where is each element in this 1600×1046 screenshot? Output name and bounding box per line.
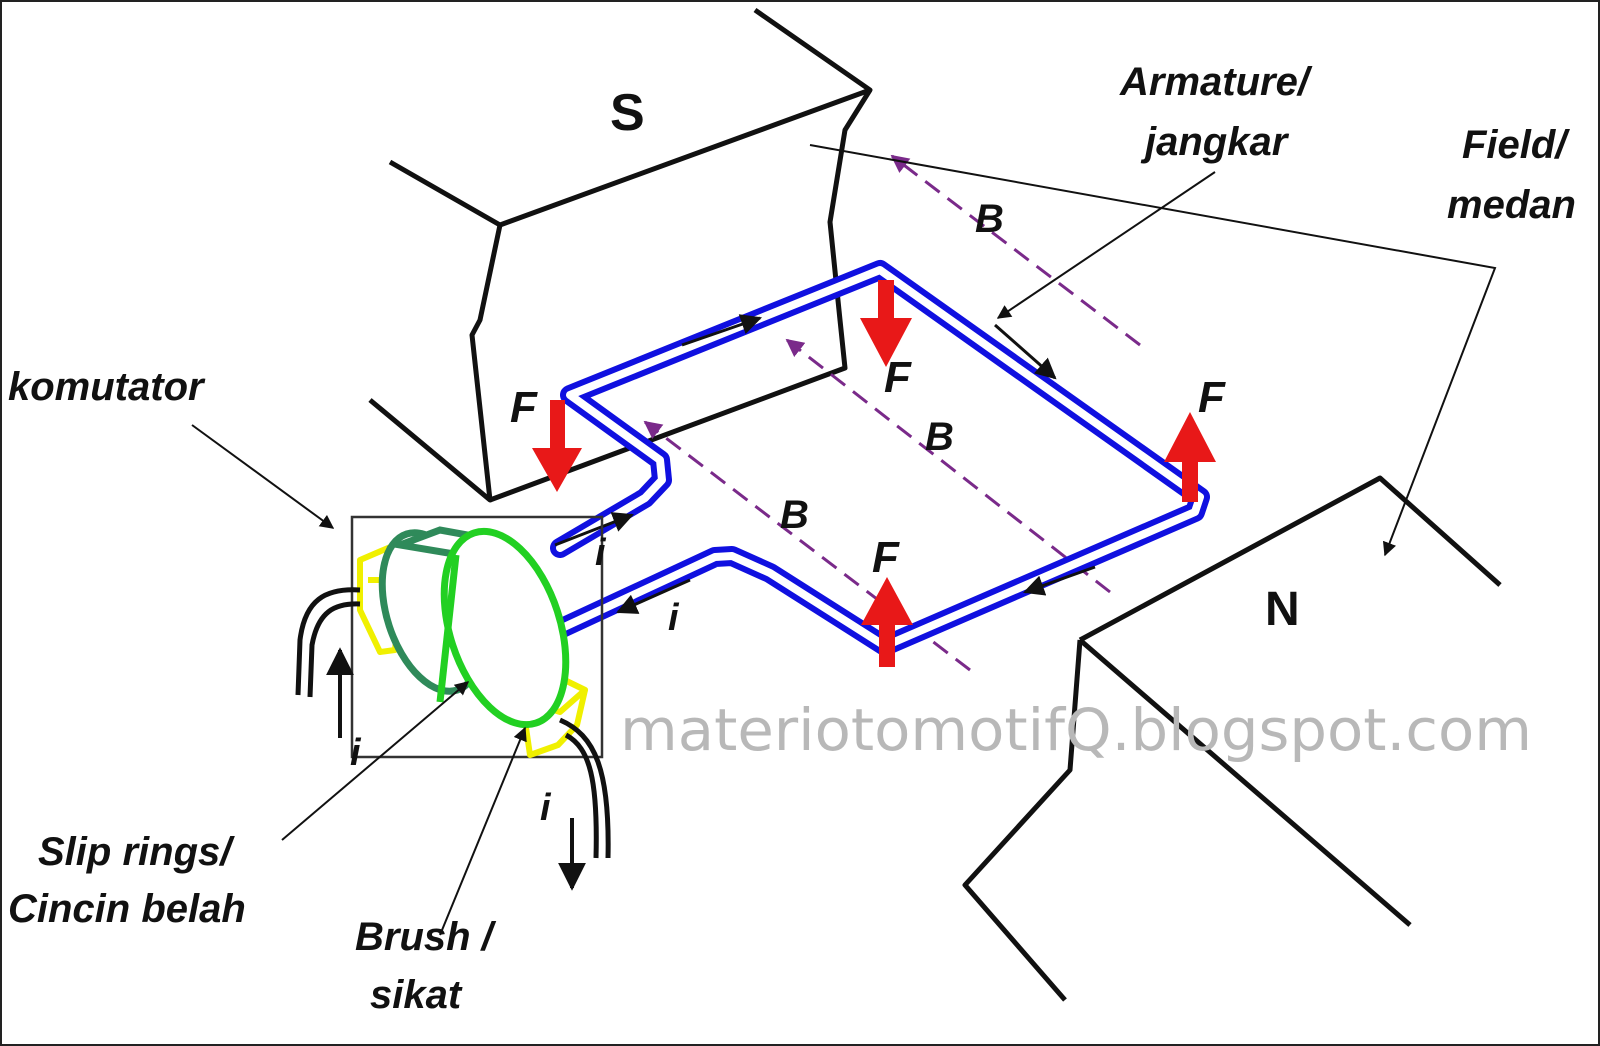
leader-armature <box>996 171 1216 319</box>
lead-wire-right-inner <box>564 732 599 859</box>
force-label-2: F <box>884 353 912 402</box>
force-label-4: F <box>872 533 900 582</box>
force-arrow-down-center <box>860 280 912 367</box>
field-line-2 <box>785 338 1111 594</box>
current-label-2: i <box>668 597 680 639</box>
commutator-box <box>350 515 604 759</box>
armature-coil <box>550 260 1210 656</box>
component-labels: Armature/ jangkar Field/ medan komutator… <box>8 60 1576 1017</box>
current-label-4: i <box>540 787 552 829</box>
field-label-1: Field/ <box>1462 123 1570 167</box>
armature-label-2: jangkar <box>1140 120 1290 164</box>
leader-lines <box>191 144 1497 936</box>
field-label-2: B <box>925 415 954 459</box>
current-label-1: i <box>595 532 607 574</box>
north-pole-magnet <box>962 475 1502 1002</box>
external-current-arrows <box>326 647 586 891</box>
force-label-1: F <box>510 383 538 432</box>
current-arrow-lead-top <box>554 512 634 547</box>
coil-core <box>556 266 1204 650</box>
lead-wire-left-inner <box>307 601 361 698</box>
current-arrow-lead-bottom <box>616 578 691 614</box>
force-arrow-up-right <box>1164 412 1216 502</box>
force-label-3: F <box>1198 373 1226 422</box>
lead-wire-right-outer <box>558 717 611 859</box>
field-label-2: medan <box>1447 183 1576 227</box>
slip-ring-front <box>440 527 570 729</box>
north-pole-label: N <box>1265 583 1300 636</box>
armature-label-1: Armature/ <box>1119 60 1313 104</box>
current-arrows <box>554 314 1096 614</box>
leader-komutator <box>191 424 335 529</box>
watermark: materiotomotifQ.blogspot.com <box>620 696 1532 764</box>
south-pole-label: S <box>610 84 645 142</box>
south-pole-magnet <box>368 7 873 503</box>
lead-wire-left-outer <box>295 587 361 696</box>
field-line-1 <box>890 154 1141 347</box>
force-arrow-down-left <box>532 400 582 492</box>
slip-ring-split <box>436 554 460 703</box>
brush-label-1: Brush / <box>355 915 497 959</box>
force-labels: F F F F <box>510 353 1226 582</box>
current-arrow-right <box>994 323 1057 380</box>
leader-brush <box>439 726 527 936</box>
current-arrow-top <box>681 314 762 347</box>
brush-label-2: sikat <box>370 973 463 1017</box>
field-label-3: B <box>780 493 809 537</box>
lead-wires <box>295 587 611 859</box>
current-labels: i i i i <box>350 532 680 829</box>
force-arrows <box>532 280 1216 667</box>
field-label-1: B <box>975 197 1004 241</box>
slip-rings-label-1: Slip rings/ <box>38 830 235 874</box>
slip-rings <box>378 526 570 729</box>
current-arrow-bottom <box>1023 565 1096 596</box>
current-label-3: i <box>350 732 362 774</box>
leader-slip-rings <box>281 681 470 841</box>
force-arrow-up-center <box>861 577 913 667</box>
field-labels: B B B <box>780 197 1004 537</box>
komutator-label: komutator <box>8 365 206 409</box>
leader-field <box>809 144 1497 557</box>
slip-rings-label-2: Cincin belah <box>8 887 246 931</box>
